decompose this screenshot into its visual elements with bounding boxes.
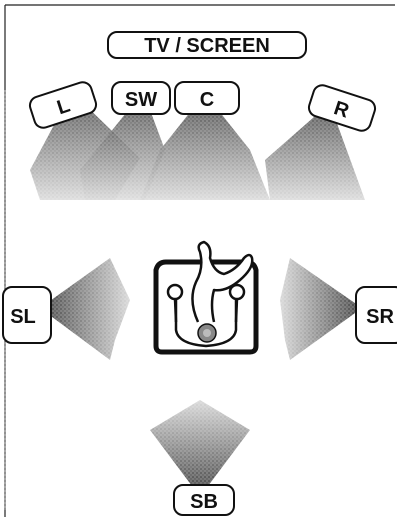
speaker-sb-label: SB — [190, 491, 218, 513]
speaker-c-label: C — [200, 89, 214, 111]
tv-screen-label-box: TV / SCREEN — [108, 32, 306, 58]
speaker-sr: SR — [356, 287, 397, 343]
speaker-sw-label: SW — [125, 89, 157, 111]
speaker-sb: SB — [174, 485, 234, 515]
speaker-c: C — [175, 82, 239, 114]
speaker-sl: SL — [3, 287, 51, 343]
speaker-sr-label: SR — [366, 306, 394, 328]
speaker-sw: SW — [112, 82, 170, 114]
tv-screen-label: TV / SCREEN — [144, 35, 270, 57]
speaker-sl-label: SL — [10, 306, 36, 328]
